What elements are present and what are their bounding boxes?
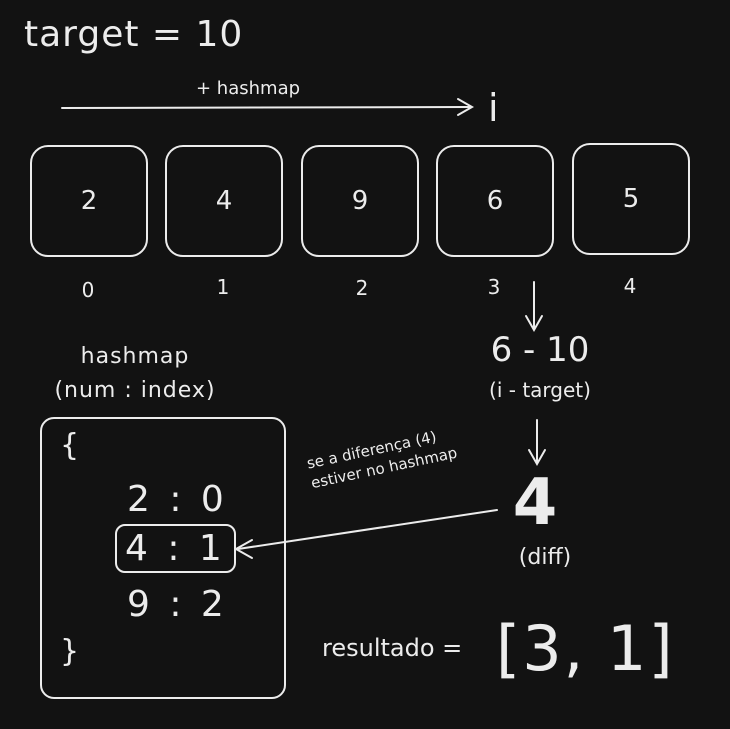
array-index-2: 2 — [355, 276, 369, 300]
array-index-3: 3 — [487, 275, 501, 299]
open-brace: { — [60, 428, 80, 463]
array-cell-3: 6 — [436, 145, 554, 257]
array-index-4: 4 — [623, 274, 637, 298]
top-arrow-label: + hashmap — [196, 78, 301, 99]
hashmap-box — [40, 417, 286, 699]
hashmap-entry-2: 9 : 2 — [127, 584, 228, 625]
target-title: target = 10 — [24, 14, 244, 55]
hashmap-title: hashmap (num : index) — [40, 340, 230, 408]
hashmap-title-line1: hashmap — [80, 344, 190, 369]
array-cell-0: 2 — [30, 145, 148, 257]
diff-label: (diff) — [518, 545, 572, 570]
array-cell-2: 9 — [301, 145, 419, 257]
array-cell-1: 4 — [165, 145, 283, 257]
array-index-0: 0 — [81, 278, 95, 302]
pointer-i-label: i — [488, 86, 499, 130]
close-brace: } — [60, 634, 80, 669]
result-value: [3, 1] — [496, 612, 675, 685]
diff-value: 4 — [512, 466, 558, 540]
array-index-1: 1 — [216, 275, 230, 299]
hashmap-direction-arrow — [61, 106, 471, 109]
lookup-arrow — [237, 509, 498, 550]
hashmap-entry-0: 2 : 0 — [127, 479, 228, 520]
array-cell-4: 5 — [572, 143, 690, 255]
hashmap-title-line2: (num : index) — [54, 378, 216, 403]
calc-expression-note: (i - target) — [489, 378, 591, 402]
calc-expression: 6 - 10 — [490, 330, 590, 370]
result-label: resultado = — [322, 634, 463, 662]
hashmap-entry-1-highlighted: 4 : 1 — [115, 524, 236, 573]
